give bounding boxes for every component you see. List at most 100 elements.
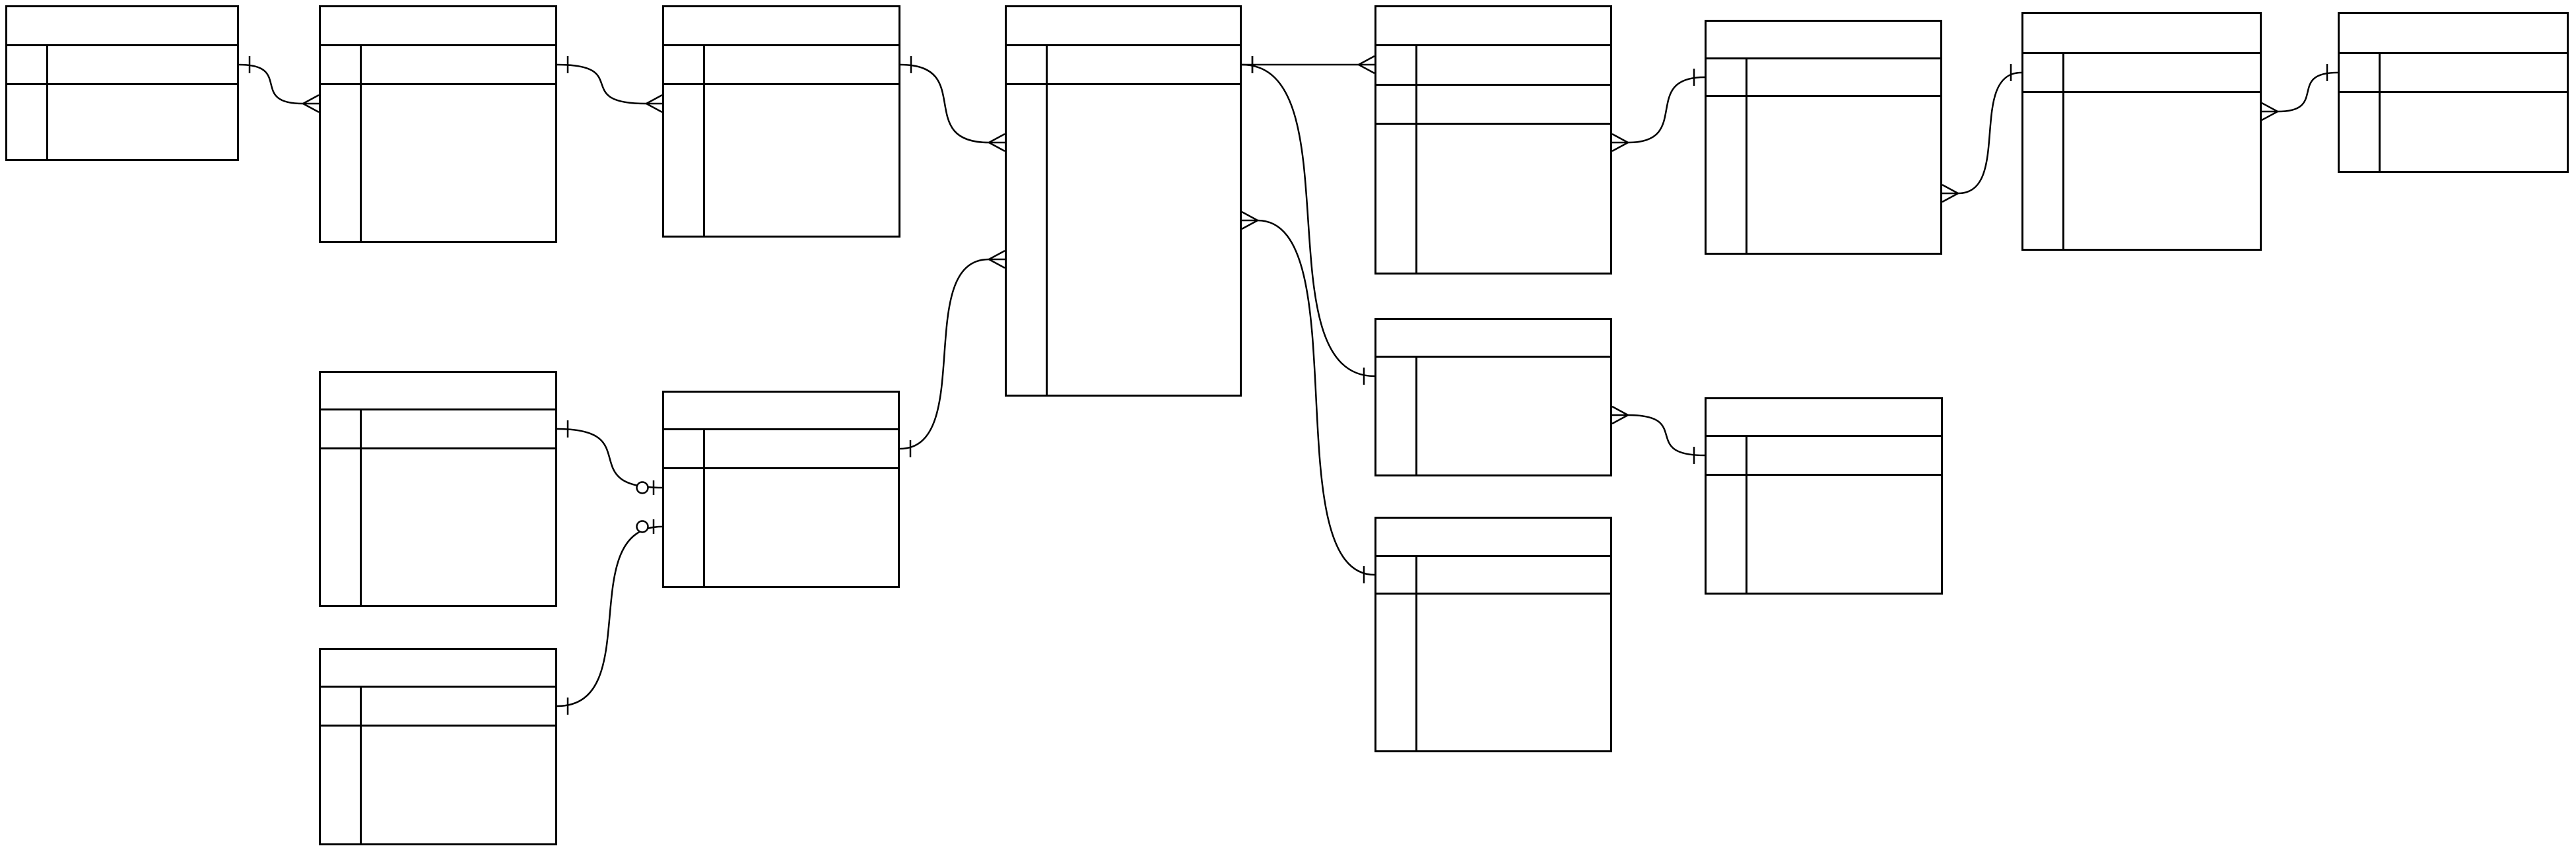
key-row	[2023, 53, 2260, 93]
field-name	[362, 85, 555, 124]
field-column	[1747, 97, 1940, 253]
table-body	[1007, 85, 1240, 395]
field-key-label	[2023, 210, 2062, 249]
field-name	[1048, 201, 1240, 240]
table-address[interactable]	[662, 5, 900, 238]
relationship-line	[557, 525, 663, 707]
primary-key-field	[2381, 54, 2567, 91]
key-label	[321, 410, 362, 447]
table-countryregion[interactable]	[5, 5, 239, 161]
field-key-label	[2340, 93, 2379, 132]
field-name	[1417, 711, 1610, 750]
field-name	[1048, 124, 1240, 163]
field-name	[1417, 162, 1610, 199]
field-name	[1747, 554, 1941, 593]
table-body	[321, 449, 555, 605]
table-title	[1707, 22, 1940, 59]
relationship-address-salesorderheader	[900, 56, 1005, 152]
relationship-customer-salesorderheader	[899, 249, 1005, 457]
table-salesreason[interactable]	[1705, 397, 1943, 595]
table-title	[7, 7, 237, 46]
field-name	[1048, 85, 1240, 124]
table-creditcard[interactable]	[1374, 517, 1612, 752]
field-name	[705, 547, 898, 586]
key-row	[1007, 46, 1240, 86]
field-name	[1417, 236, 1610, 273]
relationship-line	[238, 63, 304, 105]
key-row	[2340, 53, 2567, 93]
field-key-label	[664, 198, 703, 236]
field-name	[2064, 132, 2260, 171]
relationship-person-customer	[557, 420, 663, 495]
key-column	[2340, 93, 2381, 171]
field-name	[362, 765, 555, 804]
field-name	[705, 508, 898, 547]
table-body	[7, 85, 237, 159]
relationship-line	[557, 63, 647, 105]
field-key-label	[321, 804, 360, 843]
field-key-label	[1376, 672, 1415, 711]
field-name	[1747, 214, 1940, 253]
field-name	[1747, 476, 1941, 515]
field-key-label	[664, 123, 703, 160]
field-key-label	[321, 527, 360, 566]
field-key-label	[1376, 711, 1415, 750]
field-name	[1417, 199, 1610, 236]
primary-key-field	[1048, 46, 1240, 83]
primary-key-field	[2064, 54, 2260, 91]
key-row	[1376, 85, 1610, 125]
field-name	[2064, 171, 2260, 210]
table-salesorderdetail[interactable]	[1374, 5, 1612, 275]
field-key-label	[1376, 199, 1415, 236]
key-label	[1707, 437, 1747, 474]
field-column	[362, 85, 555, 241]
field-key-label	[1007, 201, 1046, 240]
table-title	[2023, 14, 2260, 54]
key-column	[2023, 93, 2064, 249]
field-key-label	[321, 163, 360, 202]
table-productsubcategory[interactable]	[2021, 12, 2262, 251]
relationship-line	[2277, 71, 2338, 113]
field-column	[48, 85, 237, 159]
field-key-label	[2023, 171, 2062, 210]
primary-key-field	[1417, 46, 1610, 83]
field-name	[48, 122, 237, 159]
table-product[interactable]	[1705, 20, 1942, 255]
table-stateprovince[interactable]	[319, 5, 557, 243]
field-column	[2064, 93, 2260, 249]
field-name	[1417, 397, 1610, 436]
table-salesorderheadersalesreason[interactable]	[1374, 318, 1612, 476]
field-key-label	[1376, 125, 1415, 162]
table-person[interactable]	[319, 371, 557, 607]
key-label	[1707, 59, 1747, 95]
field-column	[1048, 85, 1240, 395]
table-body	[1376, 595, 1610, 750]
field-name	[2381, 132, 2567, 171]
field-key-label	[321, 566, 360, 605]
relationship-line	[1957, 71, 2022, 195]
field-key-label	[1376, 397, 1415, 436]
field-name	[1747, 175, 1940, 214]
field-key-label	[664, 469, 703, 508]
field-key-label	[1376, 436, 1415, 474]
primary-key-field	[1417, 86, 1610, 123]
relationship-salesorderheadersalesreason-salesreason	[1611, 405, 1705, 464]
table-productcategory[interactable]	[2338, 12, 2569, 173]
table-body	[1376, 358, 1610, 474]
field-name	[1747, 136, 1940, 175]
key-row	[321, 46, 555, 85]
table-salesorderheader[interactable]	[1005, 5, 1242, 397]
field-name	[705, 469, 898, 508]
table-customer[interactable]	[662, 391, 900, 588]
field-key-label	[664, 547, 703, 586]
field-key-label	[1707, 476, 1746, 515]
field-name	[705, 123, 898, 160]
field-key-label	[321, 765, 360, 804]
table-store[interactable]	[319, 648, 557, 845]
field-key-label	[1007, 240, 1046, 278]
relationship-store-customer	[557, 519, 663, 715]
many-crow-foot-icon	[1611, 133, 1629, 152]
field-key-label	[7, 122, 46, 159]
field-column	[705, 469, 898, 586]
field-name	[362, 566, 555, 605]
